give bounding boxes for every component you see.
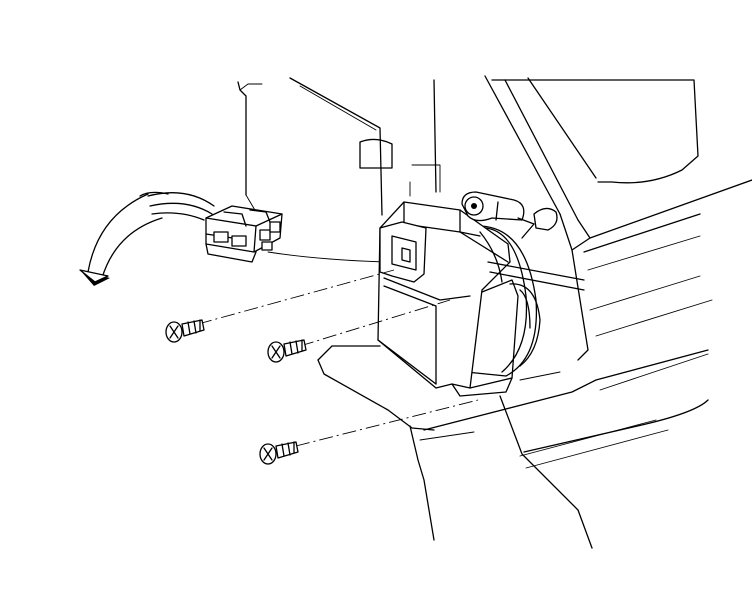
actuator-motor-icon: [377, 191, 585, 397]
housing-structure: [237, 75, 752, 549]
screw-icon: [165, 319, 205, 343]
screw-icon: [267, 339, 307, 363]
curved-arrow-icon: [79, 191, 169, 286]
screw-icon: [259, 441, 299, 465]
screw-2: [267, 299, 451, 363]
wire-harness: [147, 192, 215, 221]
screw-1: [165, 269, 395, 343]
screw-3: [259, 399, 479, 465]
electrical-connector-icon: [205, 205, 283, 263]
